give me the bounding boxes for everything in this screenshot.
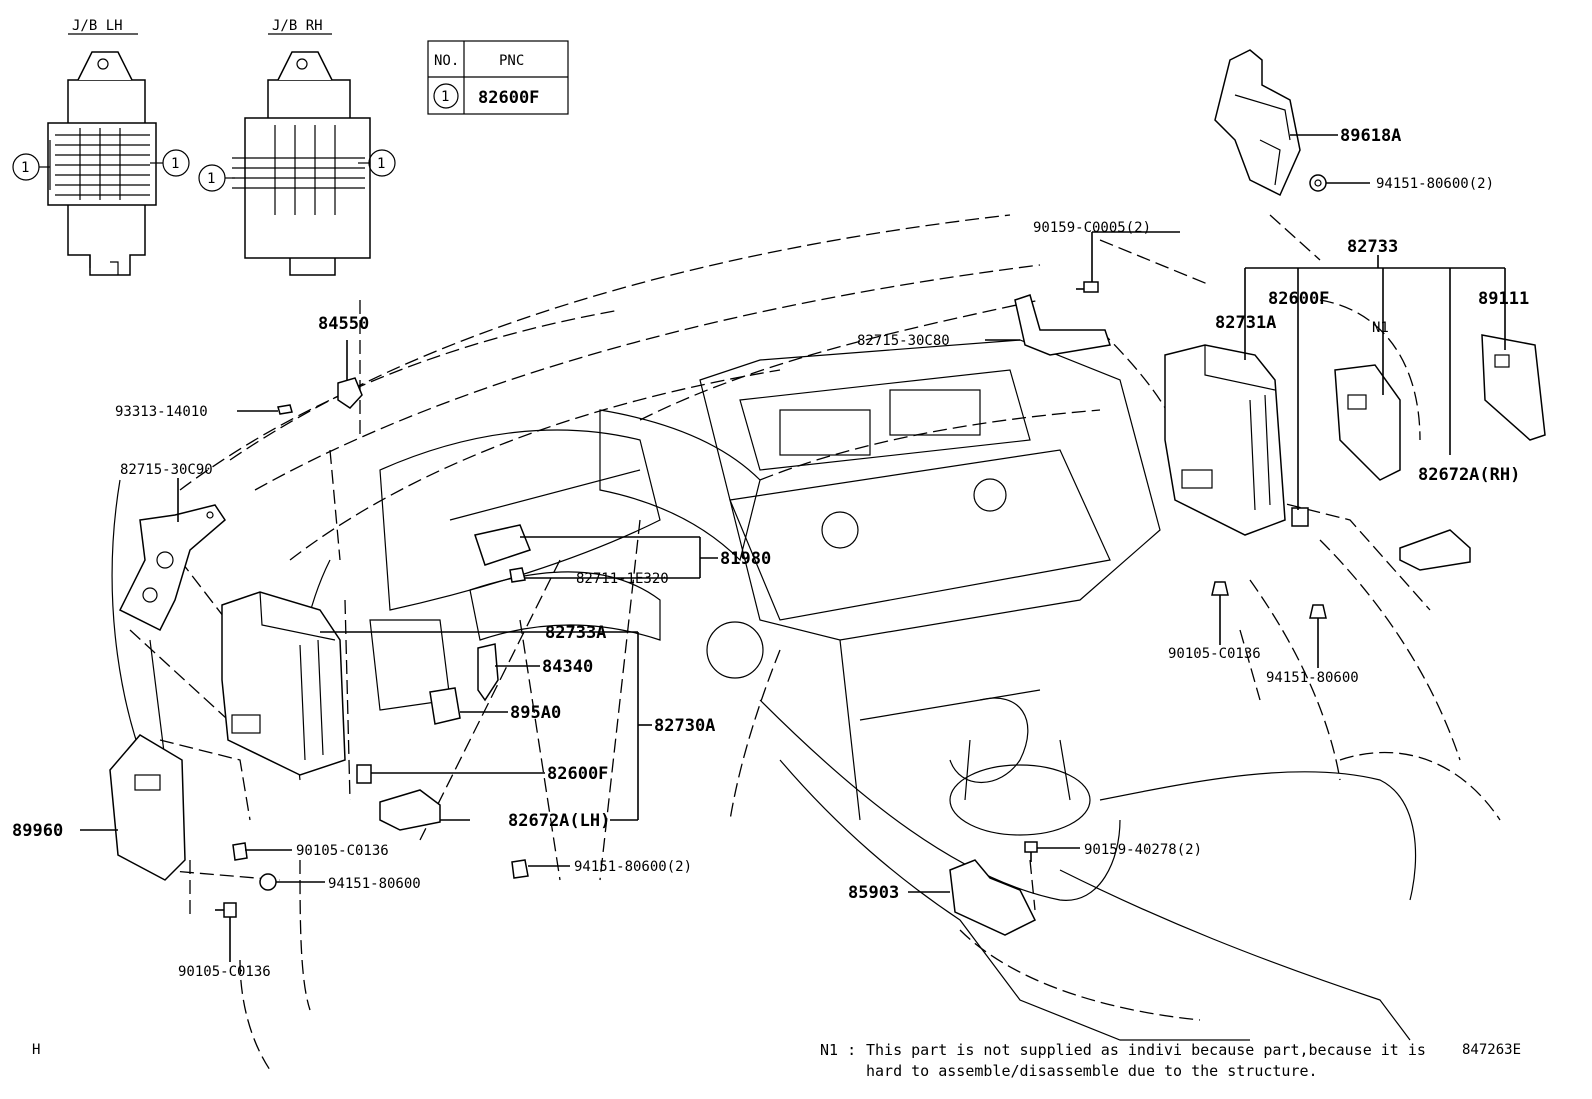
part-82715-30C90-bracket <box>118 504 226 632</box>
nut-icon <box>259 873 277 891</box>
part-89960-module <box>109 734 186 881</box>
label-82733: 82733 <box>1347 237 1398 257</box>
label-94151-80600-2-top: 94151-80600(2) <box>1376 176 1494 192</box>
nut-icon <box>511 859 529 879</box>
clip-icon <box>1211 581 1229 596</box>
footnote-line2: hard to assemble/disassemble due to the … <box>866 1062 1318 1080</box>
reference-table: NO. PNC 1 82600F <box>427 40 569 115</box>
part-82600F-relay-left <box>356 764 372 784</box>
label-81980: 81980 <box>720 549 771 569</box>
part-895A0 <box>429 687 461 725</box>
footnote-label: N1 : <box>820 1041 857 1059</box>
label-84550: 84550 <box>318 314 369 334</box>
part-84340-switch <box>477 643 499 702</box>
label-82715-30C80: 82715-30C80 <box>857 333 950 349</box>
clip-icon <box>509 567 526 583</box>
label-895A0: 895A0 <box>510 703 561 723</box>
label-89111: 89111 <box>1478 289 1529 309</box>
leader-lines <box>80 134 1506 962</box>
label-94151-80600-right: 94151-80600 <box>1266 670 1359 686</box>
label-82600F-left: 82600F <box>547 764 608 784</box>
footnote-line1: This part is not supplied as indivi beca… <box>866 1041 1426 1059</box>
label-84340: 84340 <box>542 657 593 677</box>
label-94151-80600-left: 94151-80600 <box>328 876 421 892</box>
part-82672A-LH-cover <box>379 789 441 831</box>
part-82733A-module <box>221 591 346 776</box>
corner-letter: H <box>32 1042 40 1058</box>
svg-text:1: 1 <box>377 156 385 172</box>
label-82711-1E320: 82711-1E320 <box>576 571 669 587</box>
table-row-no: 1 <box>441 89 449 105</box>
part-84550-sensor <box>337 377 363 409</box>
bolt-icon <box>1024 841 1038 862</box>
part-89618A-bracket <box>1214 49 1301 197</box>
bolt-icon <box>215 902 237 918</box>
part-82715-30C80-bracket <box>1014 294 1111 356</box>
label-89960: 89960 <box>12 821 63 841</box>
part-89111-board <box>1481 334 1546 441</box>
footnote: N1 : This part is not supplied as indivi … <box>820 1040 1426 1082</box>
part-82672A-RH-cover <box>1399 529 1471 571</box>
label-90159-40278-2: 90159-40278(2) <box>1084 842 1202 858</box>
clip-icon <box>232 842 248 861</box>
label-82715-30C90: 82715-30C90 <box>120 462 213 478</box>
label-90105-C0136-bottom: 90105-C0136 <box>178 964 271 980</box>
label-82733A: 82733A <box>545 623 606 643</box>
label-85903: 85903 <box>848 883 899 903</box>
part-labels: 89618A 94151-80600(2) 90159-C0005(2) 827… <box>12 126 1529 980</box>
label-82731A: 82731A <box>1215 313 1276 333</box>
table-col-no: NO. <box>434 53 459 69</box>
nut-icon <box>1309 174 1327 192</box>
part-82600F-relay-right <box>1291 507 1309 527</box>
junction-block-rh: J/B RH 1 1 <box>198 18 396 276</box>
part-82731A-module <box>1164 344 1286 536</box>
part-N1-board <box>1334 364 1401 481</box>
label-90105-C0136-right: 90105-C0136 <box>1168 646 1261 662</box>
label-93313-14010: 93313-14010 <box>115 404 208 420</box>
label-82600F-right: 82600F <box>1268 289 1329 309</box>
label-89618A: 89618A <box>1340 126 1401 146</box>
svg-text:1: 1 <box>207 171 215 187</box>
label-N1: N1 <box>1372 320 1389 336</box>
circle-marker-icon <box>433 83 459 109</box>
diagram-code: 847263E <box>1462 1042 1521 1058</box>
screw-icon <box>277 404 293 415</box>
label-82672A-LH: 82672A(LH) <box>508 811 610 831</box>
label-90159-C0005-2: 90159-C0005(2) <box>1033 220 1151 236</box>
part-85903 <box>949 859 1037 936</box>
part-81980-flasher <box>474 524 531 566</box>
bolt-icon <box>1076 281 1099 293</box>
table-row-pnc: 82600F <box>478 88 539 108</box>
svg-text:1: 1 <box>171 156 179 172</box>
nut-icon <box>1309 604 1327 619</box>
label-94151-80600-2-mid: 94151-80600(2) <box>574 859 692 875</box>
table-col-pnc: PNC <box>499 53 524 69</box>
label-82672A-RH: 82672A(RH) <box>1418 465 1520 485</box>
junction-block-lh: J/B LH 1 1 <box>12 18 190 276</box>
label-82730A: 82730A <box>654 716 715 736</box>
svg-text:1: 1 <box>21 160 29 176</box>
label-90105-C0136-mid: 90105-C0136 <box>296 843 389 859</box>
jb-rh-label: J/B RH <box>272 18 323 34</box>
jb-lh-label: J/B LH <box>72 18 123 34</box>
